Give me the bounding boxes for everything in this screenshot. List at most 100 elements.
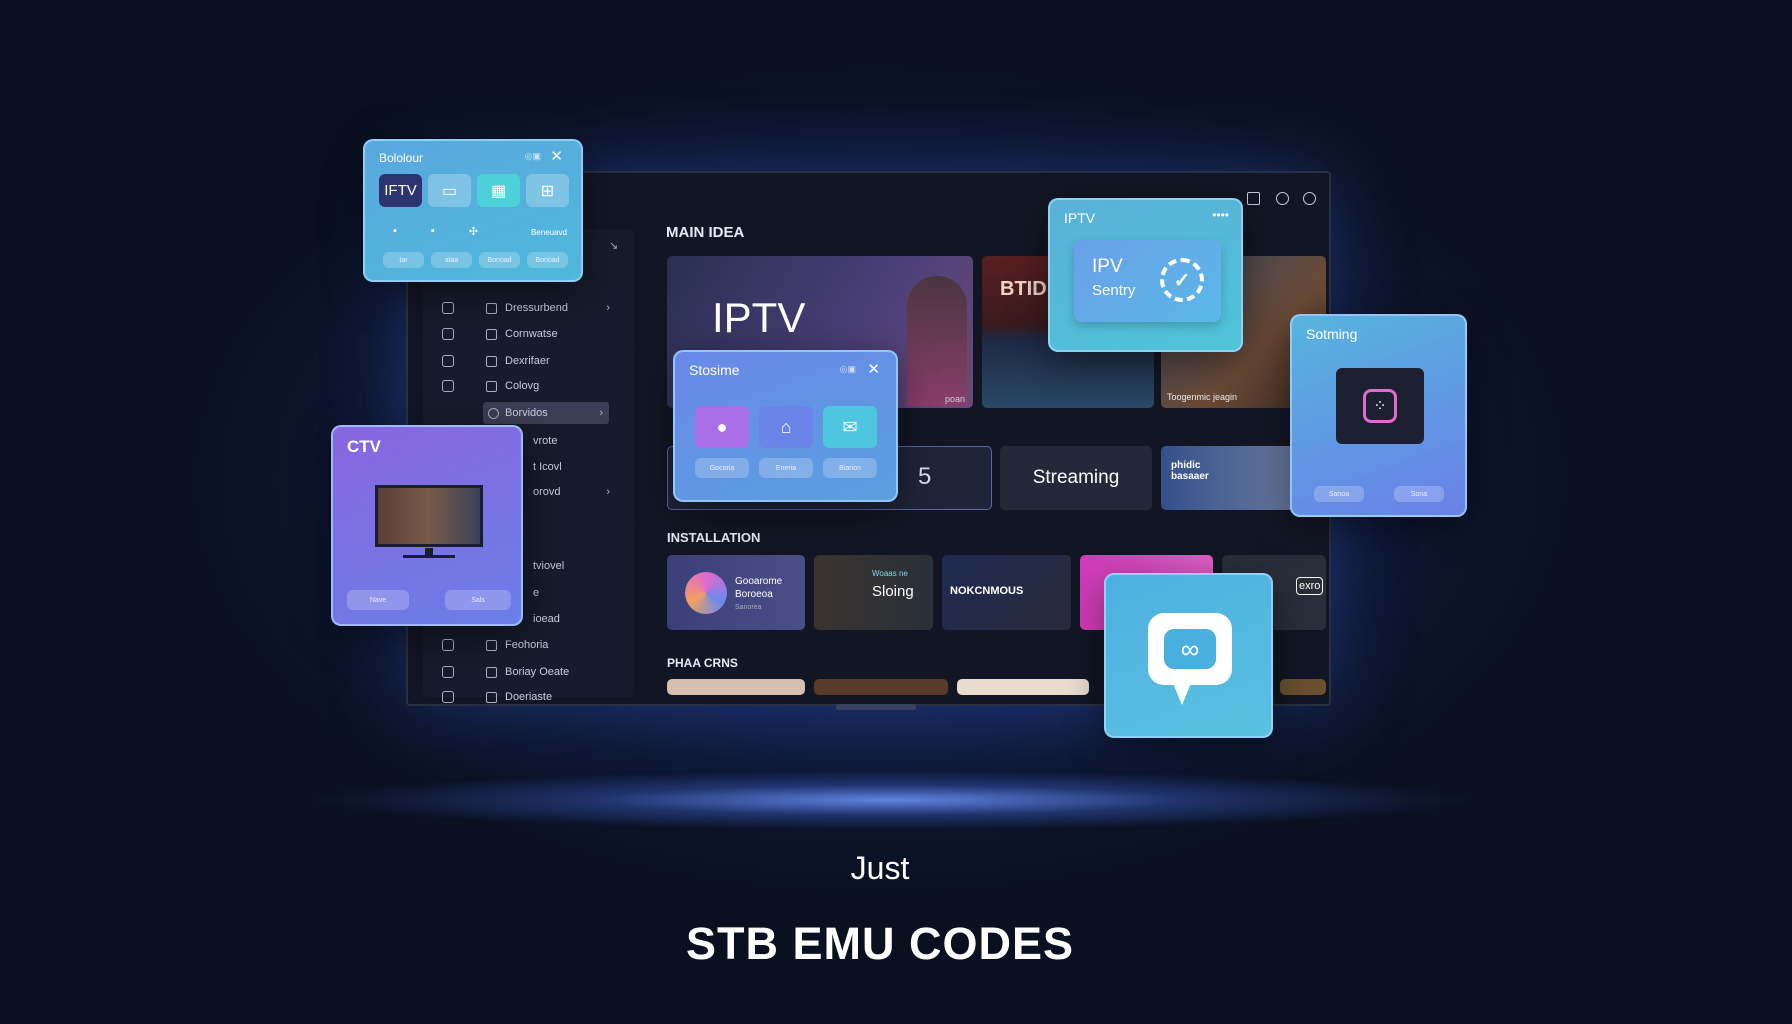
- popup-button[interactable]: Sanoa: [1314, 486, 1364, 502]
- sidebar-item-label: ioead: [533, 613, 560, 625]
- sidebar-icon: [442, 380, 454, 392]
- check-icon: ✓: [1160, 258, 1204, 302]
- sidebar-item-label: tviovel: [533, 560, 565, 572]
- popup-button[interactable]: Bonoad: [527, 252, 568, 268]
- sidebar-item-label: Boriay Oeate: [505, 666, 570, 678]
- sidebar-item-label: Borvidos: [505, 407, 548, 419]
- popup-title: IPTV: [1064, 210, 1096, 226]
- sidebar-item[interactable]: ioead: [423, 608, 634, 630]
- tile-grid[interactable]: ⊞: [526, 174, 569, 207]
- sidebar-item-label: t Icovl: [533, 461, 562, 473]
- tile-home[interactable]: ⌂: [759, 406, 813, 448]
- tile-mail[interactable]: ✉: [823, 406, 877, 448]
- sidebar-icon: [442, 639, 454, 651]
- popup-button[interactable]: Nave: [347, 590, 409, 610]
- tv-neck: [425, 548, 433, 556]
- c1-line2: Boroeoa: [735, 589, 773, 600]
- user-icon: ▪: [430, 225, 435, 237]
- popup-sotming: Sotming ⁘ Sanoa Sona: [1290, 314, 1467, 517]
- device-box-icon: ⁘: [1336, 368, 1424, 444]
- sidebar-item[interactable]: tviovel: [423, 555, 634, 577]
- close-icon[interactable]: ✕: [550, 148, 563, 165]
- popup-iptv: IPTV •••• IPV Sentry ✓: [1048, 198, 1243, 352]
- popup-ctv: CTV Nave Sals: [331, 425, 523, 626]
- row4-card[interactable]: [814, 679, 948, 695]
- popup-label: Beneuavd: [530, 228, 567, 237]
- sidebar-item[interactable]: Colovg: [423, 375, 634, 397]
- tv-icon[interactable]: [1247, 192, 1260, 205]
- row4-card[interactable]: [667, 679, 805, 695]
- sidebar-item[interactable]: Doeriaste: [423, 686, 634, 708]
- sidebar-item-label: Doeriaste: [505, 691, 553, 703]
- tile-label: IFTV: [384, 182, 417, 199]
- hero-title: IPTV: [712, 294, 806, 341]
- promo-text: phidic basaaer: [1171, 460, 1209, 482]
- tile-record[interactable]: ●: [695, 406, 749, 448]
- profile-icon[interactable]: [1303, 192, 1316, 205]
- sidebar-item[interactable]: t Icovl: [423, 456, 634, 478]
- sidebar-item[interactable]: Dressurbend ›: [423, 297, 634, 319]
- section-installation: INSTALLATION: [667, 530, 761, 545]
- sidebar-item-label: Dressurbend: [505, 302, 568, 314]
- popup-button[interactable]: Bonoad: [479, 252, 520, 268]
- row4-card[interactable]: [1280, 679, 1326, 695]
- card-title: BTID: [1000, 278, 1047, 300]
- network-icon: ✣: [468, 226, 479, 238]
- tv-screen-image: [375, 485, 483, 547]
- streaming-label: Streaming: [1032, 467, 1120, 488]
- window-controls-icon[interactable]: ◎▣: [839, 364, 856, 374]
- popup-button[interactable]: tar: [383, 252, 424, 268]
- window-controls-icon[interactable]: ◎▣: [524, 151, 541, 161]
- sidebar-icon: [442, 302, 454, 314]
- clock-icon[interactable]: [1276, 192, 1289, 205]
- sidebar-item-icon: [486, 666, 497, 678]
- popup-button[interactable]: ataa: [431, 252, 472, 268]
- sidebar-item[interactable]: Borvidos›: [483, 402, 609, 424]
- close-icon[interactable]: ✕: [867, 361, 880, 378]
- sidebar-item-icon: [486, 691, 497, 703]
- sentry-card[interactable]: IPV Sentry ✓: [1074, 240, 1221, 322]
- sidebar-item[interactable]: Boriay Oeate: [423, 661, 634, 683]
- sidebar-item-label: Cornwatse: [505, 328, 558, 340]
- grid-icon: ⁘: [1363, 389, 1397, 423]
- popup-title: Bololour: [379, 151, 424, 165]
- sidebar-item[interactable]: vrote: [423, 430, 634, 452]
- collapse-icon[interactable]: ↘: [609, 240, 619, 252]
- c1-line3: Sanorea: [735, 604, 762, 611]
- promo-card[interactable]: phidic basaaer: [1161, 446, 1296, 510]
- chevron-right-icon: ›: [606, 302, 610, 314]
- sentry-line2: Sentry: [1092, 282, 1136, 299]
- record-icon: ●: [716, 416, 728, 437]
- app-logo-icon: [685, 572, 727, 614]
- row4-card[interactable]: [957, 679, 1089, 695]
- popup-button[interactable]: Gocoria: [695, 458, 749, 478]
- sidebar-item-icon: [486, 380, 497, 392]
- more-icon[interactable]: ••••: [1212, 208, 1229, 222]
- sidebar-item-icon: [486, 302, 497, 314]
- sidebar-item[interactable]: orovd›: [423, 481, 634, 503]
- popup-button[interactable]: Eneria: [759, 458, 813, 478]
- hero-figure: [907, 276, 967, 406]
- tile-monitor[interactable]: ▦: [477, 174, 520, 207]
- infinity-icon: ∞: [1164, 629, 1216, 669]
- c3-text: NOKCNMOUS: [950, 585, 1024, 597]
- c1-line1: Gooarome: [735, 576, 783, 587]
- popup-button[interactable]: Sals: [445, 590, 511, 610]
- sidebar-item[interactable]: Dexrifaer: [423, 350, 634, 372]
- sidebar-item-icon: [486, 328, 497, 340]
- streaming-card[interactable]: Streaming: [1000, 446, 1152, 510]
- popup-button[interactable]: Sona: [1394, 486, 1444, 502]
- popup-button[interactable]: Biarion: [823, 458, 877, 478]
- install-card-3[interactable]: NOKCNMOUS: [942, 555, 1071, 630]
- chat-app-tile[interactable]: ∞: [1104, 573, 1273, 738]
- sidebar-icon: [442, 666, 454, 678]
- sidebar-item[interactable]: Cornwatse: [423, 323, 634, 345]
- sidebar-item[interactable]: e: [423, 582, 634, 604]
- install-card-2[interactable]: Woaas ne Sloing: [814, 555, 933, 630]
- tile-screen[interactable]: ▭: [428, 174, 471, 207]
- sidebar-item[interactable]: Feohoria: [423, 634, 634, 656]
- sidebar-item-label: orovd: [533, 486, 561, 498]
- tile-iptv[interactable]: IFTV: [379, 174, 422, 207]
- sidebar-item-label: vrote: [533, 435, 558, 447]
